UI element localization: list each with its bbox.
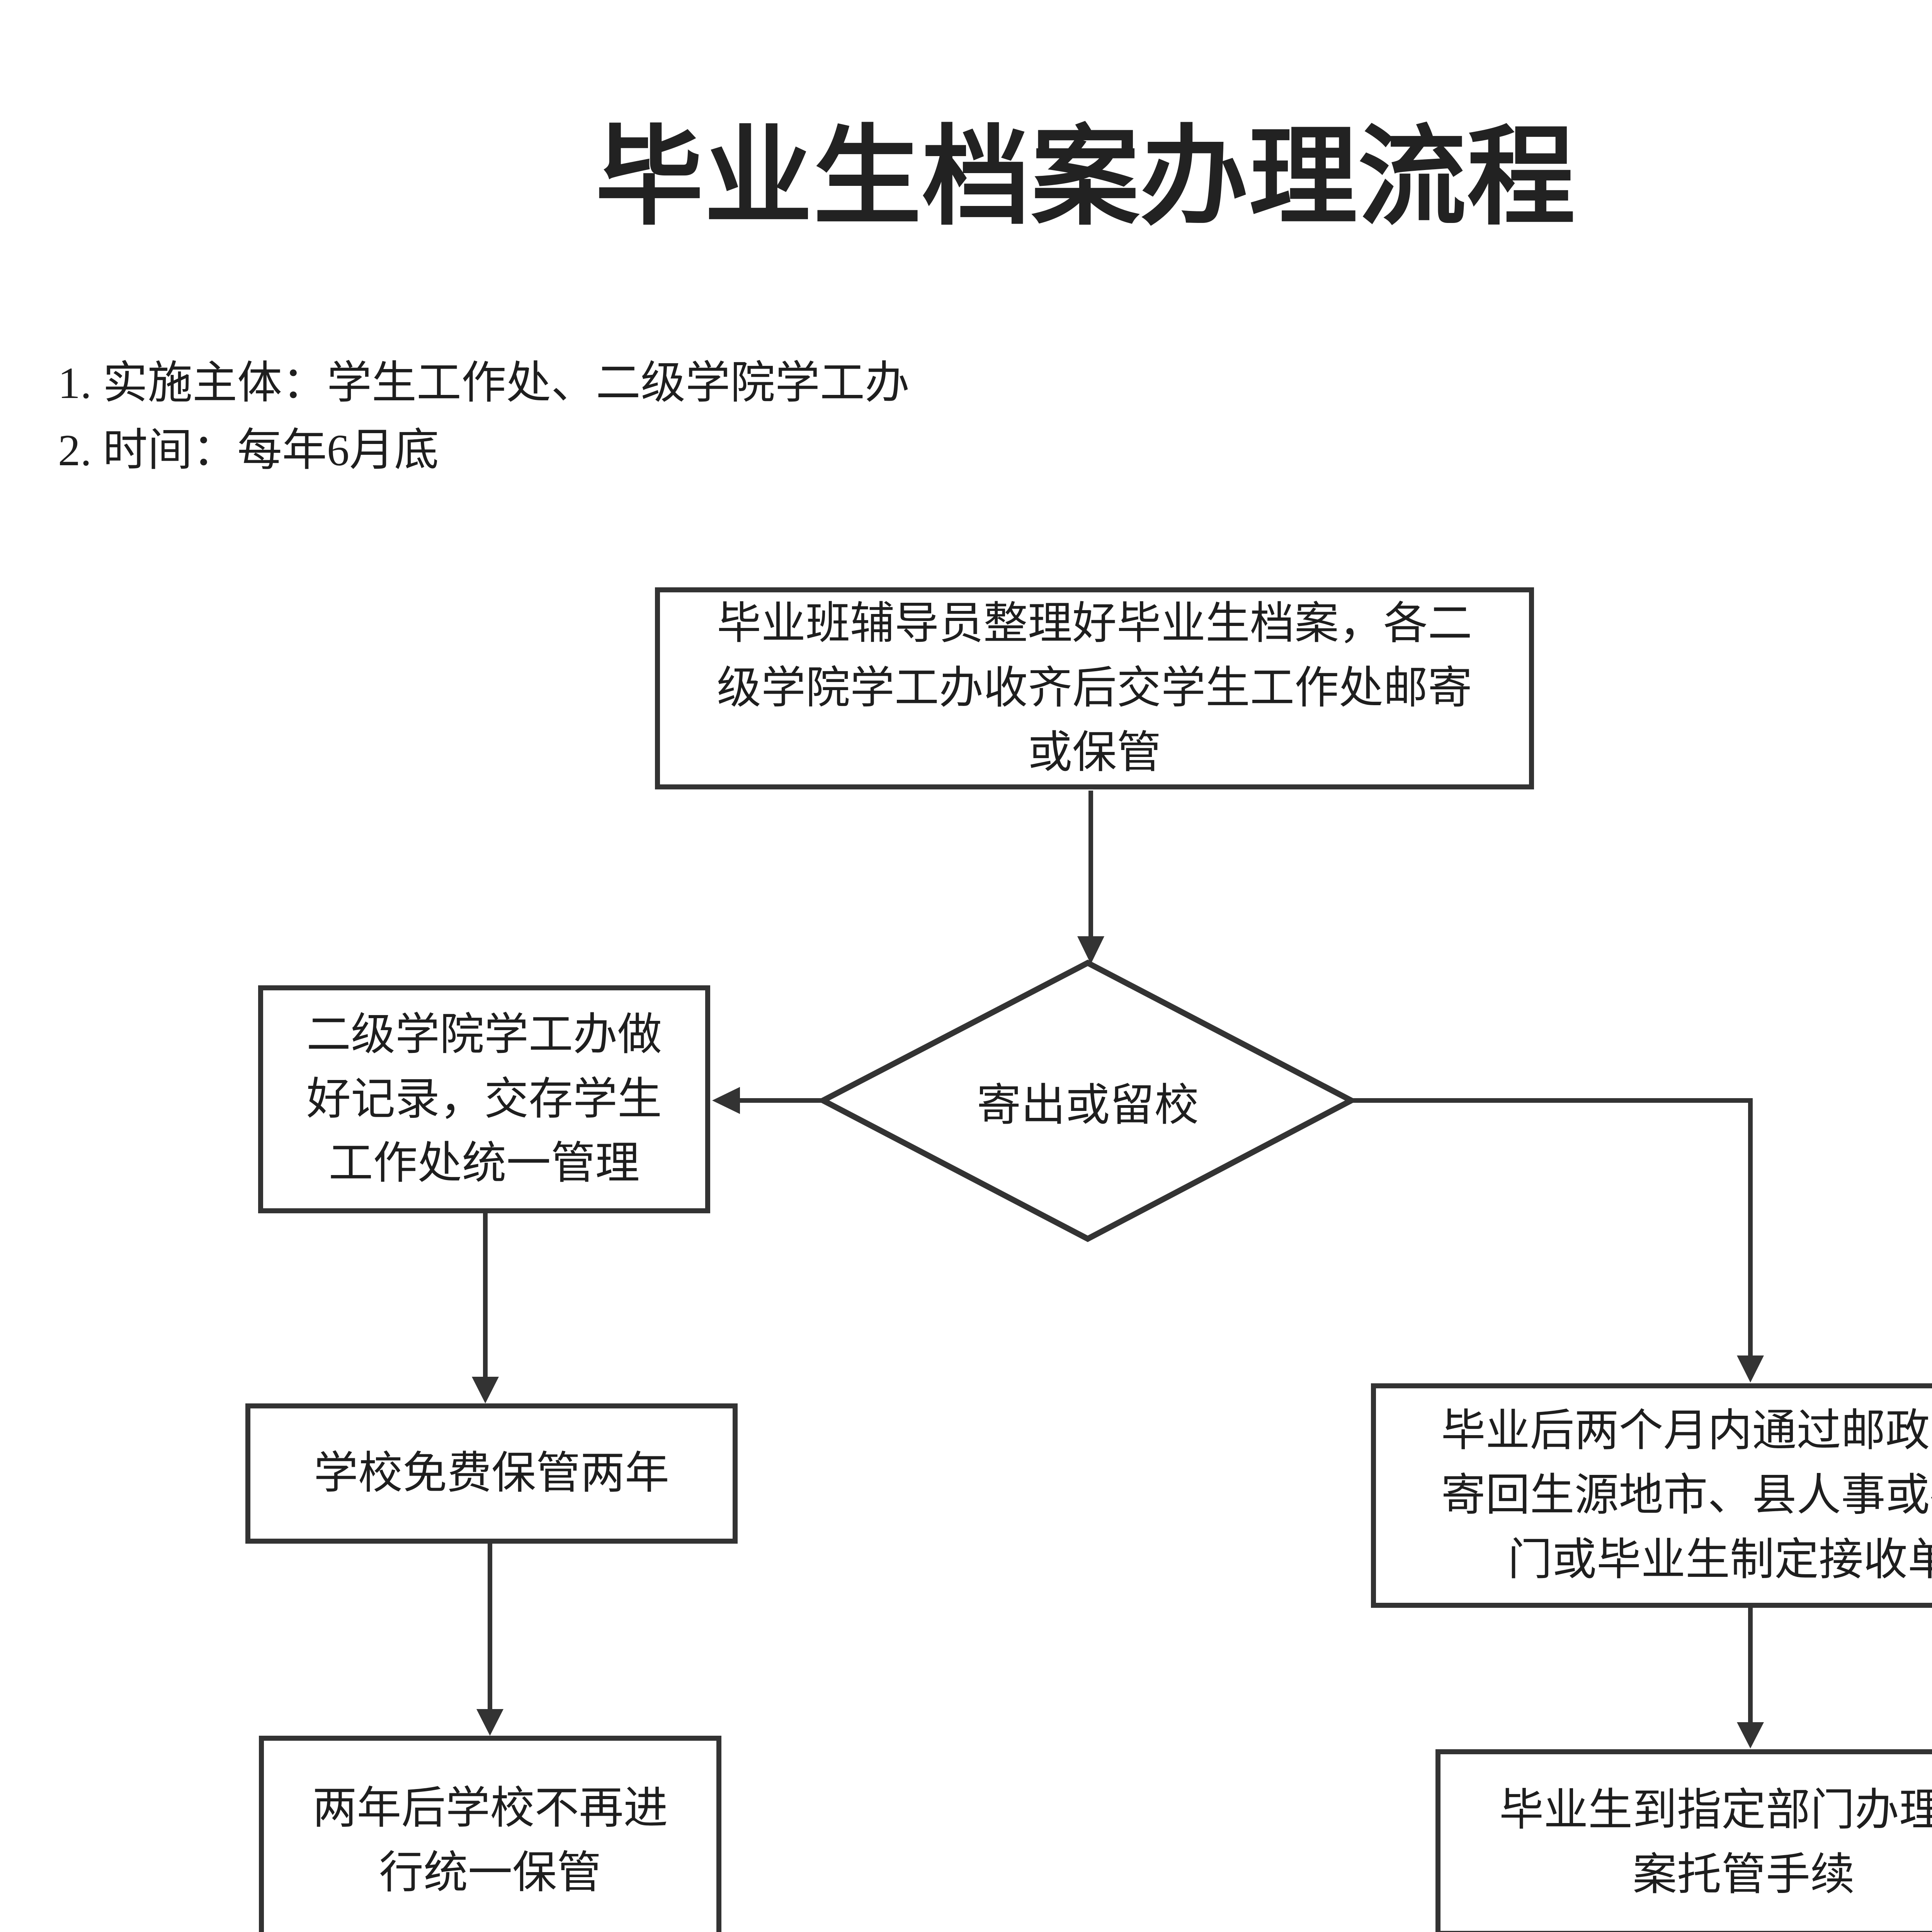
- flow-node-free-storage: 学校免费保管两年: [245, 1403, 738, 1544]
- decision-diamond: [816, 959, 1358, 1242]
- flow-node-start: 毕业班辅导员整理好毕业生档案，各二 级学院学工办收齐后交学生工作处邮寄 或保管: [655, 587, 1534, 789]
- arrow-start-to-decision: [1077, 791, 1104, 964]
- note-time: 2. 时间：每年6月底: [58, 426, 439, 475]
- flow-decision-label: 寄出或留校: [976, 1081, 1199, 1130]
- arrow-mail-to-trusteeship: [1737, 1607, 1764, 1748]
- flow-node-no-storage: 两年后学校不再进 行统一保管: [259, 1736, 721, 1932]
- page-title: 毕业生档案办理流程: [595, 118, 1576, 238]
- flow-node-trusteeship: 毕业生到指定部门办理档 案托管手续: [1435, 1749, 1932, 1932]
- flow-node-mail-back: 毕业后两个月内通过邮政部门邮 寄回生源地市、县人事或社保部 门或毕业生制定接收单…: [1371, 1383, 1932, 1608]
- arrow-record-to-storage: [472, 1212, 499, 1403]
- arrow-decision-to-record: [712, 1087, 821, 1114]
- note-implementing-body: 1. 实施主体：学生工作处、二级学院学工办: [58, 359, 910, 408]
- arrow-storage-to-no-storage: [476, 1543, 503, 1736]
- notes-block: 1. 实施主体：学生工作处、二级学院学工办 2. 时间：每年6月底: [58, 350, 910, 484]
- flow-node-record: 二级学院学工办做 好记录，交存学生 工作处统一管理: [258, 985, 710, 1213]
- arrow-decision-to-mail: [1351, 1098, 1764, 1383]
